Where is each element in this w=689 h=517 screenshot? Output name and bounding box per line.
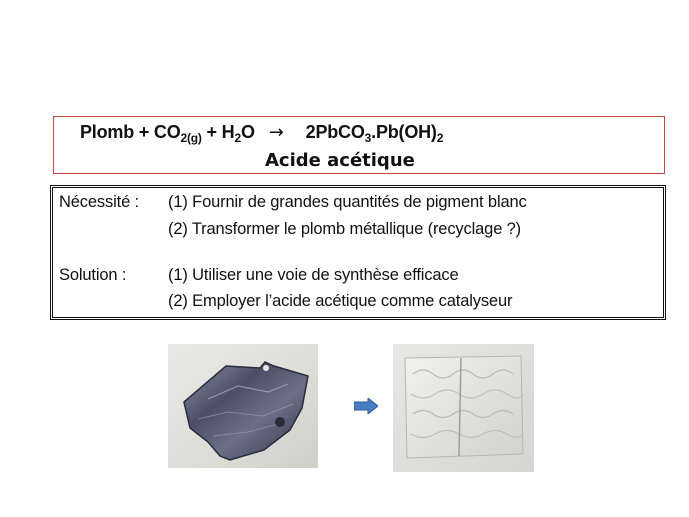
lead-sheet-photo: [168, 344, 318, 468]
equation-box: Plomb + CO2(g) + H2O→2PbCO3.Pb(OH)2 Acid…: [53, 116, 665, 174]
lead-carbonate-photo: [393, 344, 534, 472]
reaction-equation: Plomb + CO2(g) + H2O→2PbCO3.Pb(OH)2: [80, 122, 444, 145]
solution-label: Solution :: [59, 266, 127, 284]
necessite-item-2: (2) Transformer le plomb métallique (rec…: [168, 220, 522, 238]
solution-item-2: (2) Employer l’acide acétique comme cata…: [168, 292, 513, 310]
co2-subscript: 2(g): [180, 131, 202, 145]
info-box: Nécessité : (1) Fournir de grandes quant…: [50, 185, 666, 320]
hydroxide-subscript: 2: [436, 131, 444, 145]
arrow-right-icon: [354, 398, 378, 414]
catalyst-label: Acide acétique: [265, 150, 415, 171]
water-prefix: + H: [201, 122, 235, 142]
solution-item-1: (1) Utiliser une voie de synthèse effica…: [168, 266, 459, 284]
carbonate-subscript: 3: [364, 131, 372, 145]
necessite-label: Nécessité :: [59, 193, 139, 211]
h2o-subscript: 2: [234, 131, 241, 145]
product-carbonate: 2PbCO: [305, 122, 365, 142]
reaction-arrow: →: [268, 122, 284, 143]
water-suffix: O: [240, 122, 255, 142]
reactants-text: Plomb + CO: [80, 122, 181, 142]
product-hydroxide: .Pb(OH): [371, 122, 437, 142]
necessite-item-1: (1) Fournir de grandes quantités de pigm…: [168, 193, 527, 211]
